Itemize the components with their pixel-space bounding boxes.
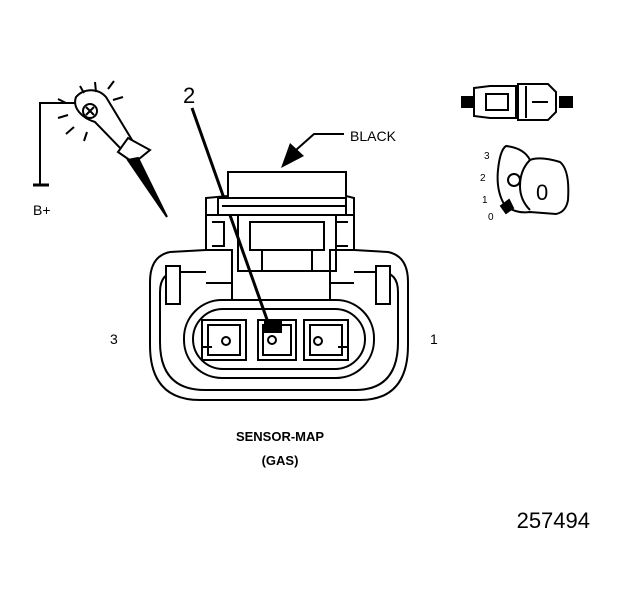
connector-housing	[149, 171, 409, 401]
wire-color-leader	[281, 133, 344, 168]
pin-callout-leader	[190, 107, 272, 329]
dial-scale-2: 2	[480, 173, 486, 184]
terminal-cavity-1	[303, 319, 349, 361]
connector-name-label: SENSOR-MAP	[236, 429, 324, 444]
terminal-cavity-2	[257, 319, 297, 361]
dial-scale-1: 1	[482, 195, 488, 206]
probe-supply-label: B+	[33, 202, 51, 218]
terminal-view-icon	[496, 144, 570, 216]
pin-callout-label: 2	[183, 83, 195, 108]
figure-number: 257494	[517, 508, 590, 533]
connector-mating-icon	[461, 83, 573, 121]
pin-number-right: 1	[430, 331, 438, 347]
dial-digit-label: 0	[536, 180, 548, 205]
dial-scale-0: 0	[488, 212, 494, 223]
dial-scale-3: 3	[484, 151, 490, 162]
wire-color-label: BLACK	[350, 128, 397, 144]
terminal-cavity-3	[201, 319, 247, 361]
pin-number-left: 3	[110, 331, 118, 347]
connector-variant-label: (GAS)	[262, 453, 299, 468]
test-light-probe	[33, 80, 168, 218]
